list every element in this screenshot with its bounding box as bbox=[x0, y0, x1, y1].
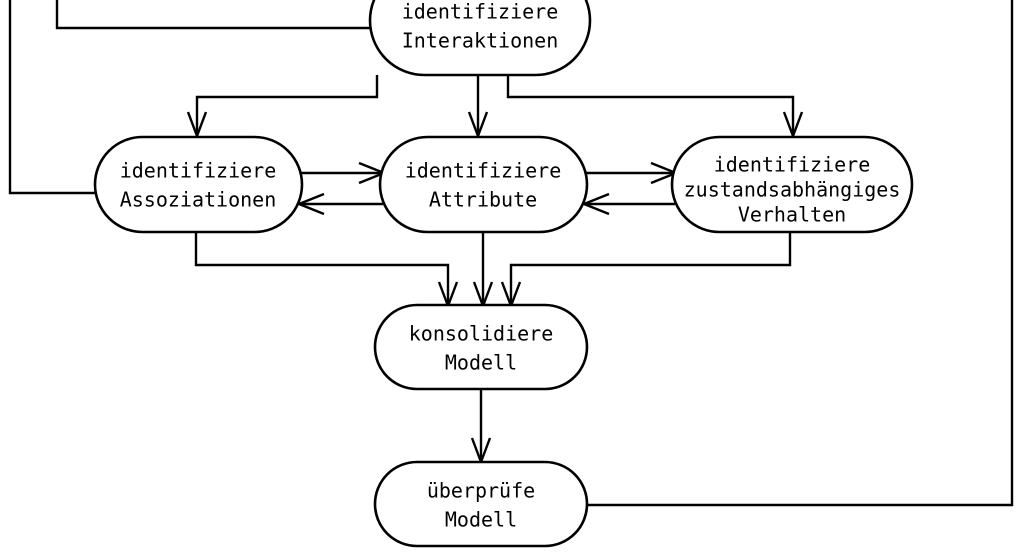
edge-feedback-top-to-interaktionen bbox=[55, 0, 372, 30]
node-ueberpruefe-modell[interactable]: überprüfe Modell bbox=[373, 460, 589, 548]
node-label-interaktionen-line1: identifiziere bbox=[402, 0, 559, 24]
nodes-layer: identifiziere Interaktionen identifizier… bbox=[93, 0, 914, 548]
node-identifiziere-assoziationen[interactable]: identifiziere Assoziationen bbox=[93, 135, 304, 234]
node-identifiziere-zustandsabhaengiges-verhalten[interactable]: identifiziere zustandsabhängiges Verhalt… bbox=[670, 135, 914, 234]
node-label-ueberpruefe-line2: Modell bbox=[445, 508, 517, 532]
node-label-verhalten-line1: identifiziere bbox=[714, 153, 871, 177]
edge-feedback-left-to-assoziationen bbox=[8, 0, 98, 195]
node-shape-verhalten bbox=[670, 135, 914, 234]
edges-layer bbox=[8, 0, 1014, 507]
edge-interaktionen-to-verhalten bbox=[506, 75, 795, 133]
edge-interaktionen-to-assoziationen bbox=[195, 75, 379, 133]
node-label-verhalten-line3: Verhalten bbox=[738, 203, 846, 227]
node-label-assoziationen-line2: Assoziationen bbox=[120, 188, 277, 212]
node-label-attribute-line2: Attribute bbox=[429, 188, 537, 212]
node-label-attribute-line1: identifiziere bbox=[405, 159, 562, 183]
edge-verhalten-to-konsolidiere bbox=[509, 232, 792, 303]
node-identifiziere-interaktionen[interactable]: identifiziere Interaktionen bbox=[368, 0, 592, 77]
node-label-konsolidiere-line2: Modell bbox=[445, 351, 517, 375]
node-label-ueberpruefe-line1: überprüfe bbox=[427, 479, 535, 503]
node-label-konsolidiere-line1: konsolidiere bbox=[409, 322, 554, 346]
node-label-verhalten-line2: zustandsabhängiges bbox=[684, 178, 901, 202]
node-shape-attribute bbox=[378, 135, 589, 234]
edge-assoziationen-to-konsolidiere bbox=[194, 232, 450, 303]
edge-ueberpruefe-to-offscreen-right bbox=[585, 0, 1014, 507]
node-shape-assoziationen bbox=[93, 135, 304, 234]
node-identifiziere-attribute[interactable]: identifiziere Attribute bbox=[378, 135, 589, 234]
node-konsolidiere-modell[interactable]: konsolidiere Modell bbox=[373, 303, 589, 391]
node-shape-ueberpruefe bbox=[373, 460, 589, 548]
node-label-interaktionen-line2: Interaktionen bbox=[402, 29, 559, 53]
node-label-assoziationen-line1: identifiziere bbox=[120, 159, 277, 183]
node-shape-interaktionen bbox=[368, 0, 592, 77]
node-shape-konsolidiere bbox=[373, 303, 589, 391]
